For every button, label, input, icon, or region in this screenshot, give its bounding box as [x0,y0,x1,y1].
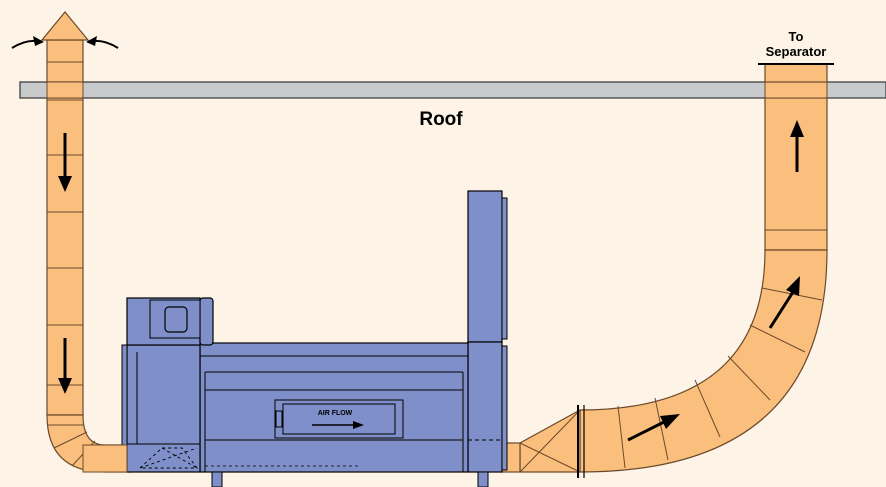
blower-unit [121,190,508,487]
roof-slab [19,81,886,99]
vent-cap [40,11,90,41]
vent-arrowhead-left [33,36,44,46]
vent-arrowhead-right [86,36,97,46]
destination-label-line1: To [789,29,804,44]
right-duct-cap [764,63,828,83]
roof-label: Roof [419,109,463,130]
air-flow-arrow [312,421,364,429]
right-duct-arrows [627,120,804,442]
left-duct-arrows [58,133,72,394]
destination-label-line2: Separator [766,44,827,59]
air-flow-label: AIR FLOW [318,410,353,417]
